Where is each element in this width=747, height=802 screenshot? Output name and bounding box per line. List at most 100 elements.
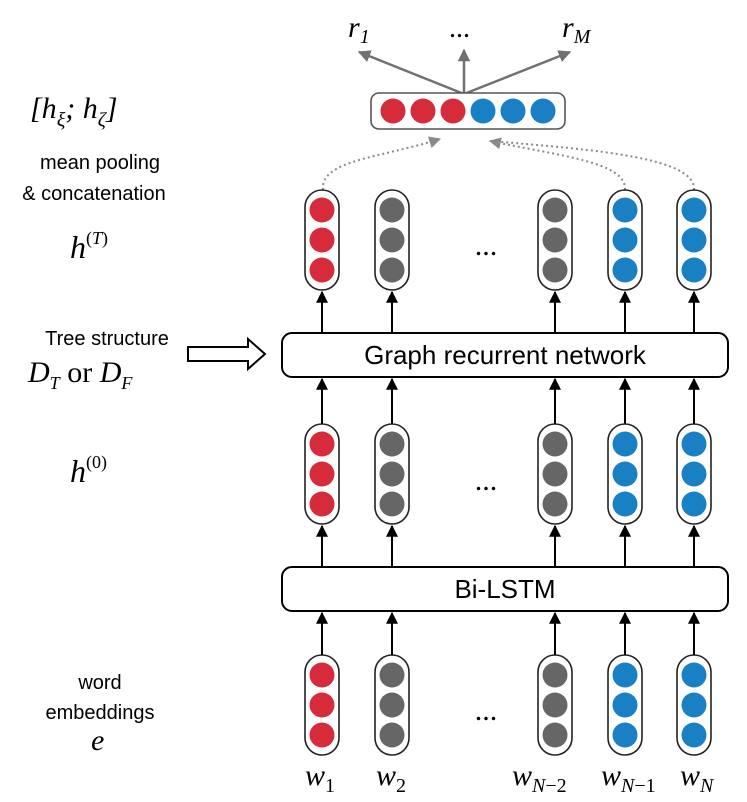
h-initial-vector-4 bbox=[607, 423, 643, 525]
h-initial-vector-cell bbox=[379, 461, 405, 487]
h-final-vector-cell bbox=[379, 227, 405, 253]
embeddings-vector-cell bbox=[379, 692, 405, 718]
embeddings-vector-cell bbox=[542, 692, 568, 718]
h-initial-vector-cell bbox=[379, 491, 405, 517]
pooled-vector-cell-2 bbox=[410, 98, 436, 124]
tree-structure-label: Tree structure bbox=[45, 328, 169, 350]
bilstm-box-label: Bi-LSTM bbox=[454, 574, 555, 604]
embeddings-vector-cell bbox=[612, 692, 638, 718]
pooled-vector bbox=[370, 92, 566, 130]
grn-box-label: Graph recurrent network bbox=[364, 340, 647, 370]
word-label-w1: w1 bbox=[305, 759, 335, 797]
output-arrow-r1 bbox=[357, 50, 465, 96]
word-embeddings-symbol: e bbox=[91, 724, 104, 757]
mean-pooling-line2: & concatenation bbox=[22, 183, 165, 205]
embeddings-vector-1 bbox=[304, 654, 340, 756]
h-initial-label: h(0) bbox=[70, 452, 107, 489]
vertical-arrows bbox=[316, 290, 700, 655]
embeddings-vector-cell bbox=[681, 722, 707, 748]
word-label-wN: wN bbox=[680, 759, 715, 797]
h-final-vector-5 bbox=[676, 189, 712, 291]
ellipsis-h-initial: ... bbox=[475, 464, 498, 497]
h-initial-vector-3 bbox=[537, 423, 573, 525]
h-final-vector-cell bbox=[309, 257, 335, 283]
pooling-connection-blue-2 bbox=[489, 140, 696, 191]
h-initial-vector-cell bbox=[612, 461, 638, 487]
output-labels: r1 ... rM bbox=[348, 11, 592, 48]
word-label-wN-2: wN−2 bbox=[512, 759, 567, 797]
h-initial-vector-cell bbox=[681, 431, 707, 457]
tree-structure-input-arrow bbox=[187, 336, 267, 372]
h-final-vector-1 bbox=[304, 189, 340, 291]
embeddings-vector-cell bbox=[379, 662, 405, 688]
grn-box-frame bbox=[281, 332, 729, 378]
ellipsis-embeddings: ... bbox=[475, 694, 498, 727]
h-initial-vector-cell bbox=[681, 491, 707, 517]
h-final-vector-cell bbox=[379, 197, 405, 223]
pooling-connection-red bbox=[321, 136, 442, 191]
bilstm-box: Bi-LSTM bbox=[281, 566, 729, 612]
output-arrow-rM bbox=[463, 50, 572, 96]
word-embeddings-line1: word bbox=[77, 672, 121, 694]
pooled-vector-cells bbox=[380, 98, 556, 124]
h-initial-vector-cell bbox=[542, 491, 568, 517]
embeddings-vector-cell bbox=[681, 662, 707, 688]
h-initial-vector-2 bbox=[374, 423, 410, 525]
grn-box: Graph recurrent network bbox=[281, 332, 729, 378]
embeddings-vector-cell bbox=[309, 662, 335, 688]
pooled-vector-cell-1 bbox=[380, 98, 406, 124]
embeddings-vector-cell bbox=[542, 662, 568, 688]
h-final-vector-cell bbox=[612, 257, 638, 283]
token-columns bbox=[304, 189, 712, 756]
output-label-ellipsis: ... bbox=[449, 13, 470, 44]
h-final-vector-cell bbox=[542, 257, 568, 283]
concat-symbol: [hξ; hζ] bbox=[30, 92, 118, 131]
bilstm-box-frame bbox=[281, 566, 729, 612]
column-ellipses: ... ... ... bbox=[475, 229, 498, 727]
h-final-vector-cell bbox=[612, 227, 638, 253]
pooled-vector-cell-6 bbox=[530, 98, 556, 124]
embeddings-vector-cell bbox=[542, 722, 568, 748]
h-final-vector-cell bbox=[309, 197, 335, 223]
word-labels: w1 w2 wN−2 wN−1 wN bbox=[305, 759, 715, 797]
h-initial-vector-cell bbox=[309, 461, 335, 487]
pooling-connections bbox=[321, 136, 696, 191]
embeddings-vector-2 bbox=[374, 654, 410, 756]
embeddings-vector-3 bbox=[537, 654, 573, 756]
h-final-vector-cell bbox=[542, 227, 568, 253]
pooled-vector-cell-3 bbox=[440, 98, 466, 124]
pooled-vector-cell-5 bbox=[500, 98, 526, 124]
output-arrows bbox=[357, 48, 572, 96]
h-final-vector-cell bbox=[681, 227, 707, 253]
h-final-label: h(T) bbox=[70, 228, 108, 265]
h-final-vector-cell bbox=[309, 227, 335, 253]
h-initial-vector-cell bbox=[681, 461, 707, 487]
word-embeddings-line2: embeddings bbox=[46, 702, 155, 724]
h-initial-vector-cell bbox=[612, 491, 638, 517]
h-final-vector-cell bbox=[612, 197, 638, 223]
dt-or-df-label: DT or DF bbox=[27, 356, 133, 393]
side-labels: [hξ; hζ] mean pooling & concatenation h(… bbox=[22, 92, 169, 757]
embeddings-vector-cell bbox=[612, 662, 638, 688]
embeddings-vector-cell bbox=[379, 722, 405, 748]
pooling-connection-blue-1 bbox=[488, 137, 627, 191]
output-label-rM: rM bbox=[562, 11, 592, 48]
word-label-w2: w2 bbox=[376, 759, 406, 797]
h-final-vector-2 bbox=[374, 189, 410, 291]
h-initial-vector-5 bbox=[676, 423, 712, 525]
h-initial-vector-cell bbox=[612, 431, 638, 457]
h-final-vector-cell bbox=[542, 197, 568, 223]
embeddings-vector-cell bbox=[681, 692, 707, 718]
h-final-vector-cell bbox=[379, 257, 405, 283]
h-final-vector-cell bbox=[681, 257, 707, 283]
embeddings-vector-cell bbox=[612, 722, 638, 748]
ellipsis-h-final: ... bbox=[475, 229, 498, 262]
mean-pooling-line1: mean pooling bbox=[40, 152, 160, 174]
embeddings-vector-5 bbox=[676, 654, 712, 756]
h-initial-vector-cell bbox=[542, 461, 568, 487]
h-final-vector-cell bbox=[681, 197, 707, 223]
pooled-vector-cell-4 bbox=[470, 98, 496, 124]
embeddings-vector-4 bbox=[607, 654, 643, 756]
h-initial-vector-cell bbox=[309, 431, 335, 457]
